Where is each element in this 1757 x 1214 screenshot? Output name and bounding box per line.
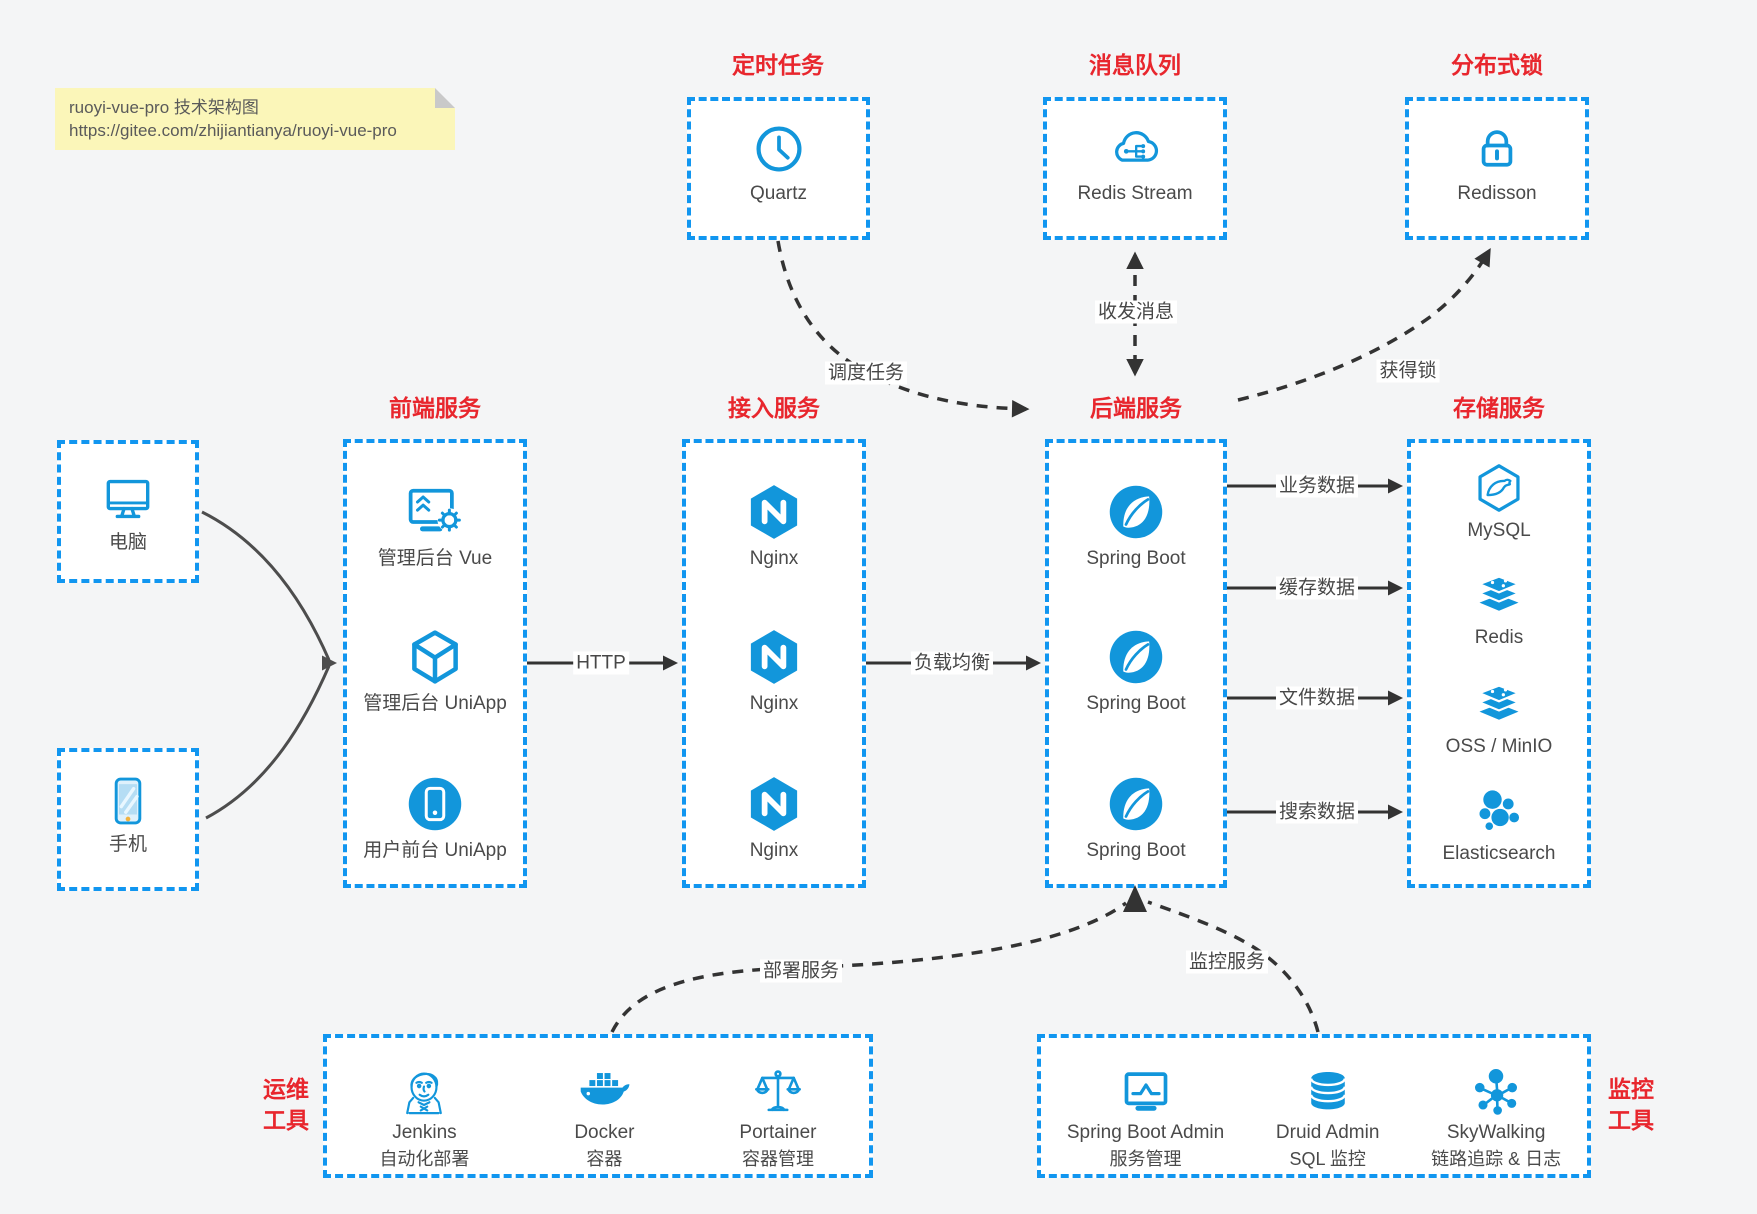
edge-label-monitor-service: 监控服务	[1185, 950, 1269, 974]
frontend-box: 管理后台 Vue 管理后台 UniApp 用户前台 UniApp	[343, 439, 527, 888]
druid-icon	[1309, 1071, 1346, 1110]
tool-name: Spring Boot Admin	[1066, 1122, 1225, 1143]
tool-desc: SQL 监控	[1289, 1148, 1366, 1169]
docker-item: Docker 容器	[574, 1066, 635, 1170]
desktop-client-box: 电脑	[57, 440, 199, 583]
tool-desc: 自动化部署	[379, 1148, 470, 1169]
tool-name: Docker	[574, 1122, 635, 1143]
admin-vue-icon	[408, 488, 462, 532]
edge-label-send-receive-message: 收发消息	[1094, 300, 1178, 324]
edge-label-deploy-service: 部署服务	[759, 959, 843, 983]
item-label: Redis Stream	[1077, 183, 1193, 204]
spring-boot-icon	[1109, 485, 1163, 539]
nginx-icon	[750, 485, 798, 539]
item-label: 用户前台 UniApp	[363, 840, 507, 861]
item-label: Nginx	[749, 840, 799, 861]
elasticsearch-icon	[1479, 790, 1520, 830]
edge-label-search-data: 搜索数据	[1275, 800, 1359, 824]
item-label: 管理后台 Vue	[377, 548, 493, 569]
nginx-icon	[750, 777, 798, 831]
druid-admin-item: Druid Admin SQL 监控	[1275, 1066, 1380, 1170]
tool-desc: 容器	[586, 1148, 623, 1169]
tool-name: Portainer	[739, 1122, 817, 1143]
tool-desc: 链路追踪 & 日志	[1431, 1148, 1562, 1169]
item-label: Redis	[1474, 627, 1524, 648]
redis-stack-icon	[1476, 575, 1522, 611]
edge-label-cache-data: 缓存数据	[1275, 576, 1359, 600]
group-title-backend: 后端服务	[1090, 395, 1182, 421]
storage-stack-icon	[1476, 684, 1522, 720]
jenkins-item: Jenkins 自动化部署	[379, 1066, 469, 1170]
item-label: 手机	[108, 834, 147, 855]
smartphone-icon	[114, 777, 142, 825]
item-label: Quartz	[749, 183, 808, 204]
mysql-icon	[1478, 464, 1520, 512]
devops-tools-box: Jenkins 自动化部署 Docker 容器	[323, 1034, 873, 1178]
tool-name: Druid Admin	[1275, 1122, 1380, 1143]
spring-boot-icon	[1109, 777, 1163, 831]
item-label: Nginx	[749, 548, 799, 569]
edge-label-http: HTTP	[573, 651, 629, 675]
item-label: Spring Boot	[1086, 693, 1186, 714]
item-label: Spring Boot	[1086, 548, 1186, 569]
quartz-box: Quartz	[687, 97, 870, 240]
item-label: MySQL	[1467, 520, 1531, 541]
tool-name: SkyWalking	[1446, 1122, 1546, 1143]
edge-label-acquire-lock: 获得锁	[1376, 359, 1440, 383]
tool-desc: 容器管理	[741, 1148, 814, 1169]
mobile-client-box: 手机	[57, 748, 199, 891]
redisson-box: Redisson	[1405, 97, 1589, 240]
tool-desc: 服务管理	[1109, 1148, 1182, 1169]
redis-stream-box: Redis Stream	[1043, 97, 1227, 240]
user-app-icon	[408, 777, 462, 831]
item-label: Redisson	[1457, 183, 1537, 204]
group-title-message-queue: 消息队列	[1089, 52, 1181, 78]
cloud-network-icon	[1115, 131, 1159, 162]
item-label: Elasticsearch	[1442, 843, 1556, 864]
group-title-distributed-lock: 分布式锁	[1451, 52, 1543, 78]
gateway-box: Nginx Nginx Nginx	[682, 439, 866, 888]
sticky-note: ruoyi-vue-pro 技术架构图 https://gitee.com/zh…	[55, 88, 455, 150]
lock-icon	[1481, 130, 1513, 167]
edge-label-load-balance: 负载均衡	[910, 651, 994, 675]
monitor-tools-box: Spring Boot Admin 服务管理 Druid Admin SQL 监…	[1037, 1034, 1591, 1178]
item-label: OSS / MinIO	[1445, 736, 1553, 757]
item-label: Nginx	[749, 693, 799, 714]
item-label: 电脑	[108, 532, 147, 553]
skywalking-item: SkyWalking 链路追踪 & 日志	[1431, 1066, 1561, 1170]
portainer-item: Portainer 容器管理	[739, 1066, 817, 1170]
group-title-scheduled-task: 定时任务	[732, 52, 824, 78]
edge-label-schedule-task: 调度任务	[824, 361, 908, 385]
desktop-icon	[106, 479, 150, 519]
group-title-devops-tools: 运维 工具	[263, 1076, 309, 1133]
docker-icon	[581, 1073, 630, 1105]
note-url: https://gitee.com/zhijiantianya/ruoyi-vu…	[69, 121, 397, 140]
group-title-storage: 存储服务	[1453, 395, 1545, 421]
group-title-gateway: 接入服务	[728, 395, 820, 421]
note-title: ruoyi-vue-pro 技术架构图	[69, 98, 259, 117]
jenkins-icon	[406, 1072, 443, 1115]
skywalking-icon	[1475, 1069, 1518, 1115]
nginx-icon	[750, 630, 798, 684]
storage-box: MySQL Redis OSS / MinIO	[1407, 439, 1591, 888]
backend-box: Spring Boot Spring Boot Spring Boot	[1045, 439, 1227, 888]
item-label: 管理后台 UniApp	[363, 693, 507, 714]
edge-label-file-data: 文件数据	[1275, 686, 1359, 710]
edge-label-business-data: 业务数据	[1275, 474, 1359, 498]
tool-name: Jenkins	[392, 1122, 457, 1143]
group-title-frontend: 前端服务	[389, 395, 481, 421]
clock-icon	[755, 126, 802, 172]
spring-boot-icon	[1109, 630, 1163, 684]
item-label: Spring Boot	[1086, 840, 1186, 861]
sba-icon	[1124, 1072, 1167, 1111]
portainer-icon	[754, 1070, 801, 1112]
group-title-monitor-tools: 监控 工具	[1608, 1076, 1654, 1133]
uniapp-cube-icon	[412, 630, 458, 684]
spring-boot-admin-item: Spring Boot Admin 服务管理	[1067, 1066, 1224, 1170]
